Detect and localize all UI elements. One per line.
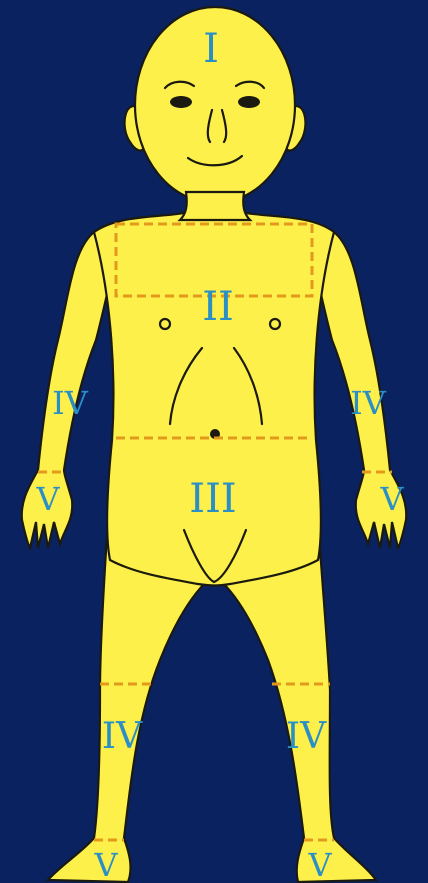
right-eye [238,96,260,108]
zone-label-trunk: II [202,284,234,330]
left-eye [170,96,192,108]
right-nipple [270,319,280,329]
zone-label-right-leg: IV [286,716,327,757]
zone-label-right-foot: V [307,846,332,883]
zone-label-left-arm: IV [52,384,89,422]
zone-label-head: I [203,26,219,72]
zone-label-right-arm: IV [350,384,387,422]
left-nipple [160,319,170,329]
zone-label-left-hand: V [35,480,60,518]
zone-label-pelvis: III [189,476,236,522]
neck [180,192,250,220]
zone-label-left-leg: IV [102,716,143,757]
zone-label-right-hand: V [379,480,404,518]
zone-label-left-foot: V [93,846,118,883]
torso [94,209,334,586]
